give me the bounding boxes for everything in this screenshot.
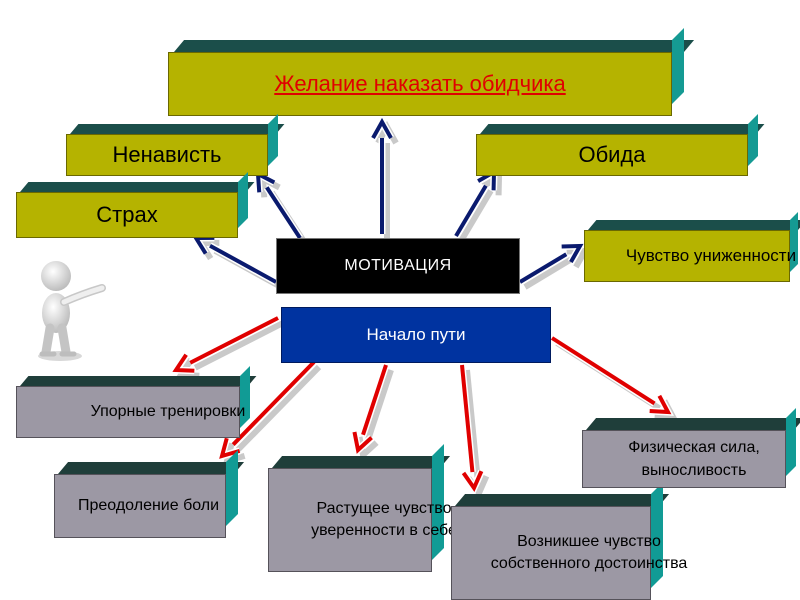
hatred-box: Ненависть — [66, 114, 285, 176]
arrow-to-humiliation — [518, 242, 591, 290]
resentment-label: Обида — [578, 142, 646, 167]
arrow-to-dignity — [458, 364, 490, 500]
training-box: Упорные тренировки — [16, 366, 257, 438]
dignity-label: Возникшее чувство собственного достоинст… — [490, 532, 688, 572]
arrow-to-pain — [217, 359, 322, 466]
humiliation-label: Чувство униженности — [625, 245, 797, 265]
motivation-label: МОТИВАЦИЯ — [344, 257, 452, 274]
fear-box: Страх — [16, 172, 255, 238]
arrow-to-strength — [550, 335, 679, 421]
confidence-box: Растущее чувство уверенности в себе — [268, 444, 457, 572]
arrow-to-resentment — [452, 165, 503, 243]
fear-label: Страх — [96, 202, 158, 227]
start-label: Начало пути — [366, 325, 466, 344]
hatred-label: Ненависть — [112, 142, 222, 167]
confidence-label: Растущее чувство уверенности в себе — [311, 499, 457, 539]
training-label: Упорные тренировки — [90, 402, 246, 420]
dignity-box: Возникшее чувство собственного достоинст… — [451, 482, 687, 600]
pain-label: Преодоление боли — [78, 497, 220, 514]
desire-label: Желание наказать обидчика — [274, 71, 566, 96]
strength-box: Физическая сила, выносливость — [582, 408, 800, 488]
resentment-box: Обида — [476, 114, 765, 176]
desire-box: Желание наказать обидчика — [168, 28, 695, 116]
humiliation-box: Чувство униженности — [584, 212, 800, 282]
pointing-figure-icon — [38, 261, 106, 361]
arrow-to-desire — [369, 114, 399, 239]
arrow-to-fear — [189, 234, 283, 290]
pain-box: Преодоление боли — [54, 450, 245, 538]
arrow-to-hatred — [254, 168, 308, 245]
strength-label: Физическая сила, выносливость — [628, 438, 760, 479]
start-box: Начало пути — [281, 307, 551, 363]
arrow-to-confidence — [351, 363, 394, 461]
motivation-box: МОТИВАЦИЯ — [276, 238, 520, 294]
arrow-to-training — [169, 314, 285, 379]
